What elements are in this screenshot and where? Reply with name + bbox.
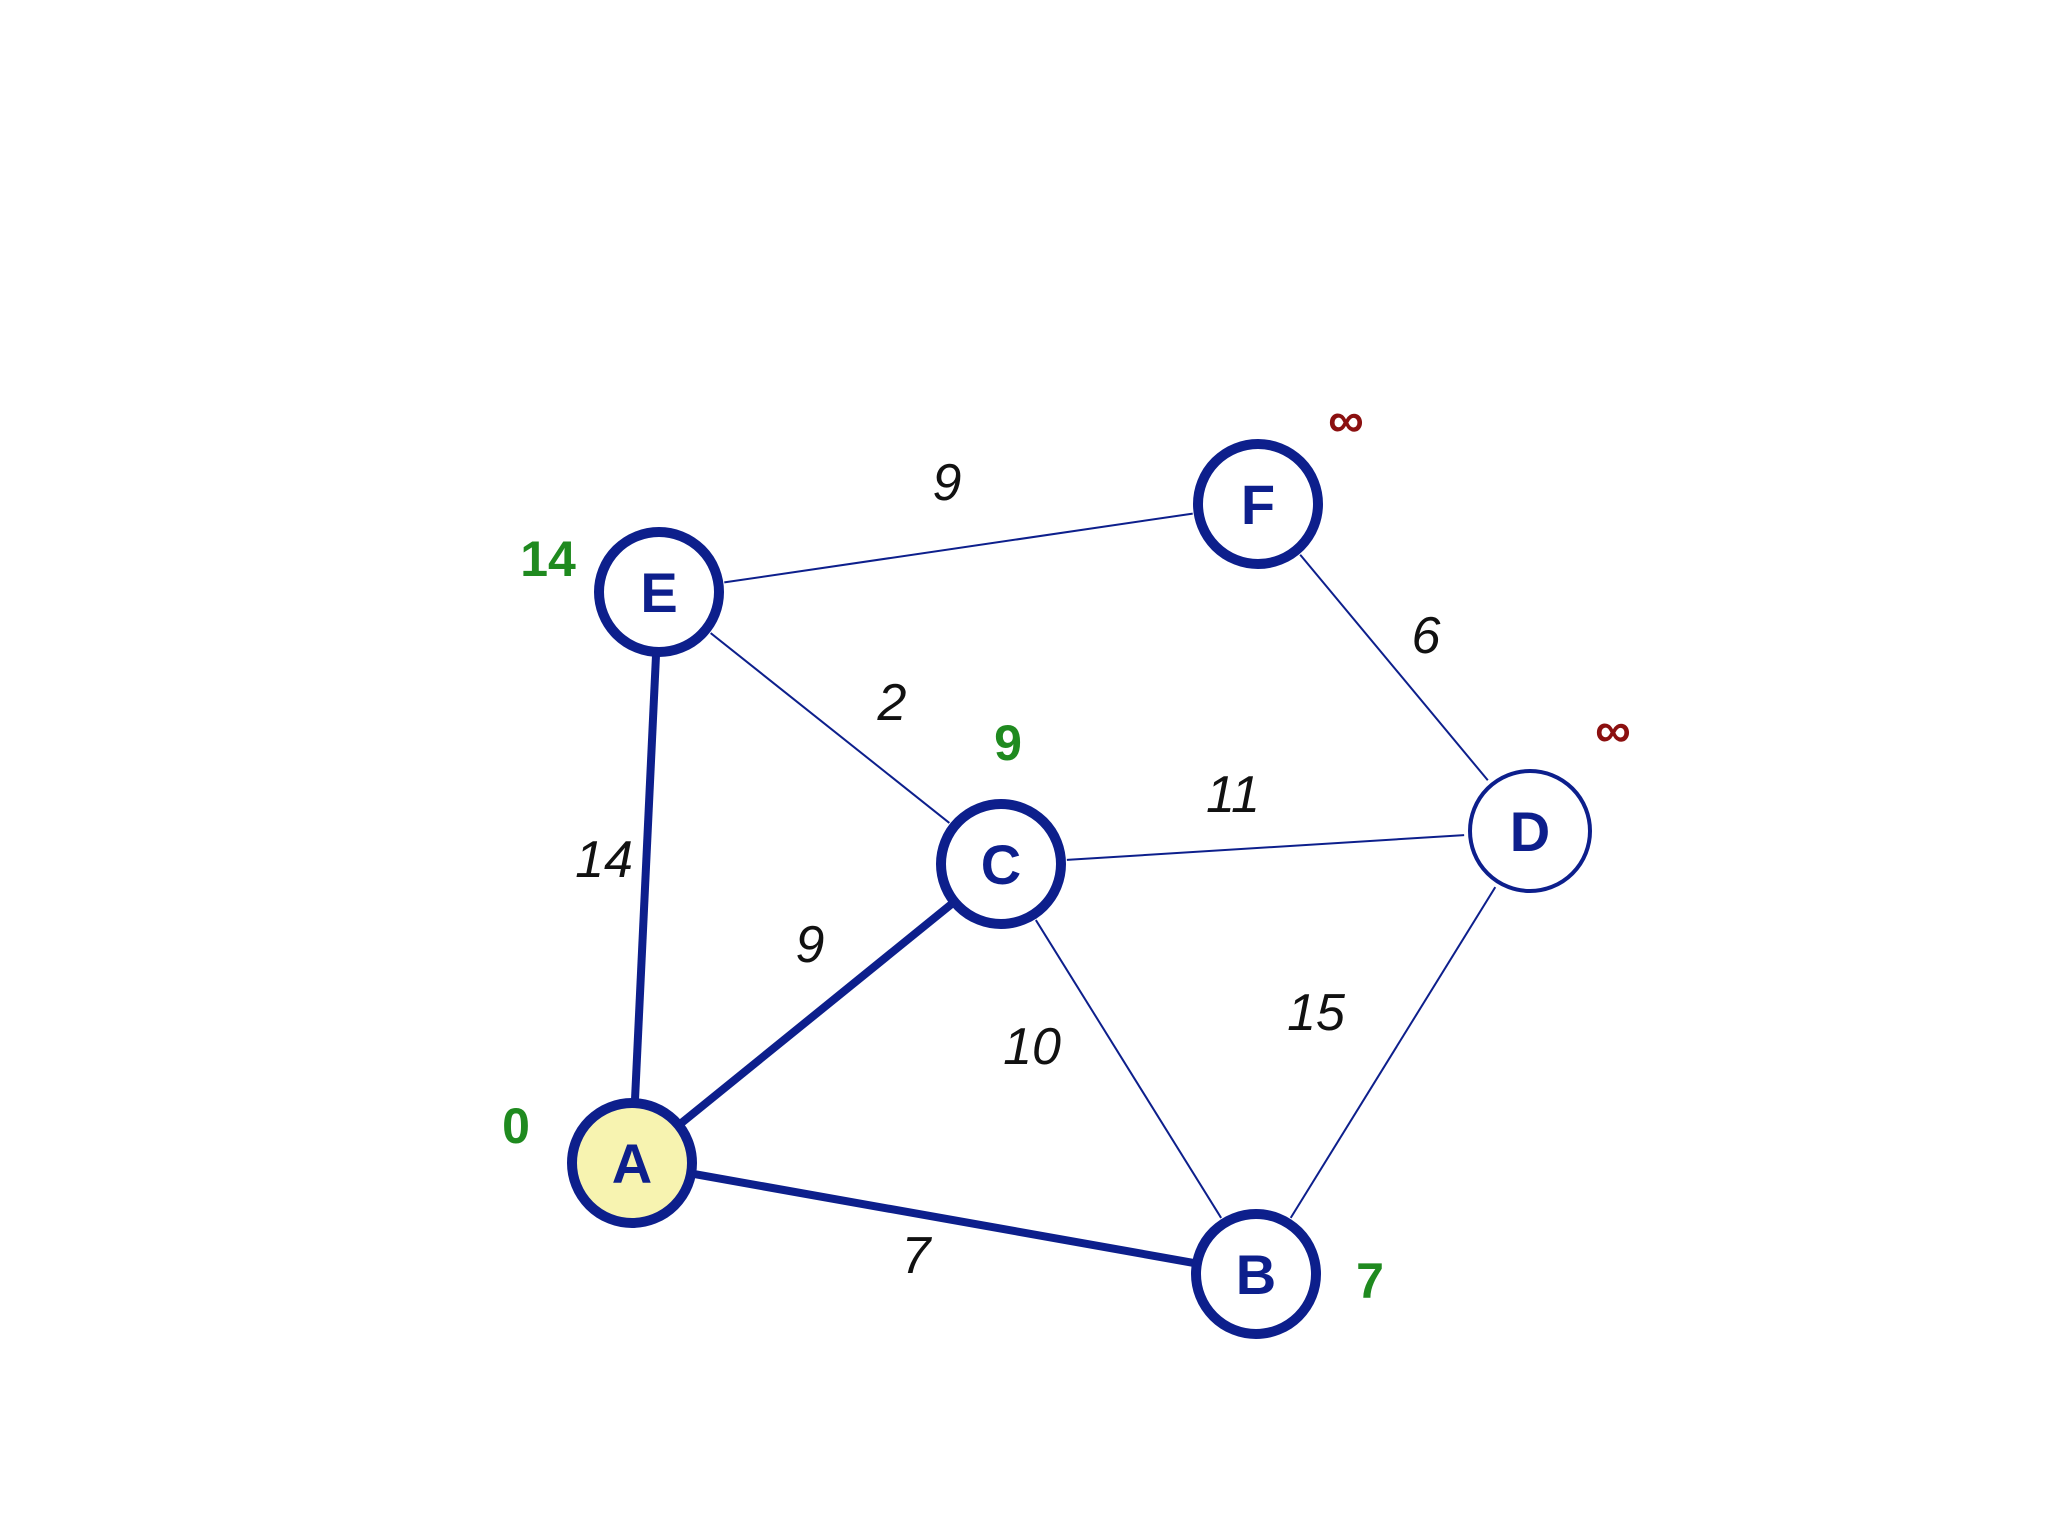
node-label-b: B — [1236, 1243, 1276, 1306]
edge-weight-a-e: 14 — [575, 831, 633, 889]
edge-weight-a-c: 9 — [796, 916, 825, 974]
distance-label-b: 7 — [1356, 1253, 1384, 1309]
node-circle-e — [594, 527, 724, 657]
node-f: F — [1193, 439, 1323, 569]
edge-e-c — [710, 632, 950, 824]
weights-layer: 7 9 14 9 2 11 10 6 15 — [575, 454, 1440, 1285]
node-circle-b — [1191, 1209, 1321, 1339]
distance-label-a: 0 — [502, 1098, 530, 1154]
distance-label-f: ∞ — [1328, 392, 1364, 448]
distances-layer: 0 7 9 ∞ 14 ∞ — [502, 392, 1631, 1309]
node-label-f: F — [1241, 473, 1275, 536]
edge-weight-e-f: 9 — [933, 454, 962, 512]
nodes-layer: A B C D E F — [567, 439, 1592, 1339]
edge-weight-f-d: 6 — [1412, 607, 1441, 665]
edge-a-e — [630, 653, 661, 1102]
node-label-c: C — [981, 833, 1021, 896]
node-circle-d — [1468, 769, 1592, 893]
edge-weight-c-d: 11 — [1206, 766, 1260, 824]
node-c: C — [936, 799, 1066, 929]
edge-a-b — [692, 1169, 1196, 1268]
edge-c-d — [1066, 834, 1465, 861]
node-a: A — [567, 1098, 697, 1228]
node-label-e: E — [640, 561, 677, 624]
edges-layer — [630, 512, 1497, 1268]
edge-weight-a-b: 7 — [902, 1227, 933, 1285]
distance-label-c: 9 — [994, 715, 1022, 771]
node-circle-c — [936, 799, 1066, 929]
node-d: D — [1468, 769, 1592, 893]
distance-label-e: 14 — [520, 531, 576, 587]
node-label-a: A — [612, 1132, 652, 1195]
node-label-d: D — [1510, 800, 1550, 863]
distance-label-d: ∞ — [1595, 702, 1631, 758]
edge-weight-c-b: 10 — [1003, 1018, 1061, 1076]
node-e: E — [594, 527, 724, 657]
edge-c-b — [1035, 919, 1222, 1219]
edge-e-f — [724, 512, 1193, 584]
edge-a-c — [677, 899, 956, 1128]
edge-weight-b-d: 15 — [1287, 984, 1346, 1042]
node-circle-a — [567, 1098, 697, 1228]
node-b: B — [1191, 1209, 1321, 1339]
node-circle-f — [1193, 439, 1323, 569]
edge-f-d — [1299, 554, 1489, 781]
edge-b-d — [1289, 886, 1497, 1219]
edge-weight-e-c: 2 — [877, 674, 907, 732]
